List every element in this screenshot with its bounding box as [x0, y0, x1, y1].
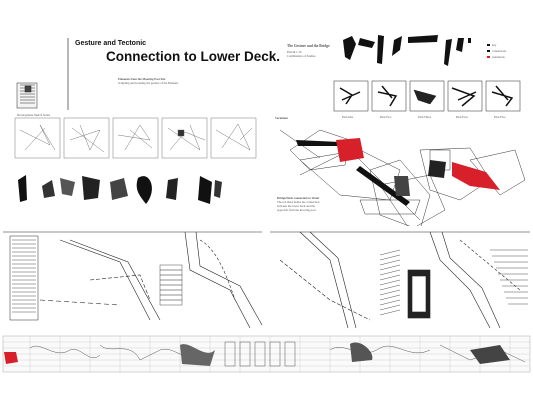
right-heading: The Gesture and the Bridge [287, 44, 330, 48]
frame-label-2: Plan Two [380, 115, 392, 119]
detail-text-2: between the lower deck and the [277, 204, 315, 208]
detail-heading: Bridge/Deck connection to Water [277, 196, 320, 200]
bridge-exploded-diagram [279, 129, 526, 231]
legend-swatches [487, 44, 490, 58]
detail-text-3: approach from the mooring post [277, 208, 316, 212]
sequence-label: Variations [275, 116, 289, 120]
legend-label-2: connections [492, 49, 507, 53]
frame-label-3: Plan Three [418, 115, 432, 119]
panorama-strip [2, 335, 531, 373]
subtitle-line-2: Sculpting and isolating the gesture of t… [118, 81, 179, 85]
left-caption: Development Sketch Series [17, 113, 51, 117]
frame-label-1: Plan One [342, 115, 354, 119]
frame-label-4: Plan Four [456, 115, 468, 119]
site-plan-large [3, 226, 530, 329]
poster-title: Connection to Lower Deck. [106, 49, 281, 64]
sketch-frames-row [14, 117, 257, 159]
right-sub-2: Combination of Studies [287, 54, 316, 58]
heading-gesture-tectonic: Gesture and Tectonic [75, 40, 147, 47]
frame-label-5: Plan Five [494, 115, 506, 119]
subtitle-line-1: Elements from the Mooring Post Site [118, 77, 166, 81]
gesture-sketch-strip [343, 35, 471, 66]
legend-label-1: key [492, 43, 497, 47]
right-sub-1: Plan & 1:10 [287, 50, 302, 54]
sequence-frames [333, 80, 521, 112]
detail-text-1: The red mass marks the connection [277, 200, 320, 204]
black-gesture-strip [18, 175, 222, 204]
site-plan-thumbnail [16, 82, 38, 109]
legend-label-3: extensions [492, 55, 505, 59]
